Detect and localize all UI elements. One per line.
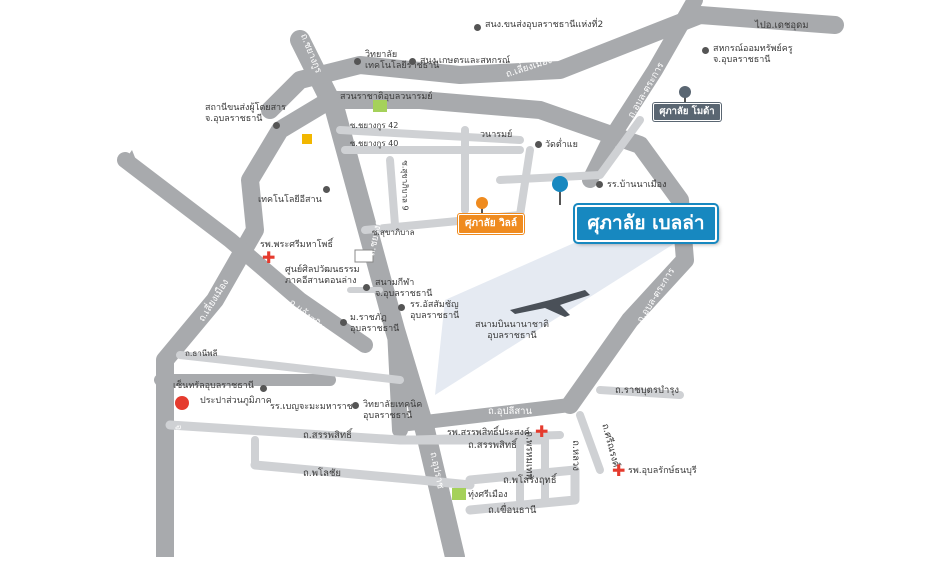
label-to-sisaket: ไป จ.ศรีสะเกษ <box>172 410 184 471</box>
label-to-det-udom: ไปอ.เดชอุดม <box>755 20 809 31</box>
loop-east <box>321 91 694 414</box>
road-yasothon <box>117 152 373 353</box>
poi-dot <box>702 47 709 54</box>
label-ratchabutr: ถ.ราชบุตรบำรุง <box>615 385 680 396</box>
liang-mueang-north <box>261 6 844 119</box>
label-sappasit-1: ถ.สรรพสิทธิ์ <box>303 430 352 441</box>
place-airport: สนามบินนานาชาติ อุบลราชธานี <box>475 320 549 341</box>
place-college-tech: วิทยาลัย เทคโนโลยีราชธานี <box>365 50 440 71</box>
arrow-south-icon <box>160 545 170 557</box>
poi-dot <box>474 24 481 31</box>
label-khuenthani: ถ.เขื่อนธานี <box>488 505 537 516</box>
callout-supalai-ville[interactable]: ศุภาลัย วิลล์ <box>458 214 524 234</box>
hospital-icon: ✚ <box>612 461 626 480</box>
poi-dot <box>323 186 330 193</box>
place-hosp-sappasit: รพ.สรรพสิทธิ์ประสงค์ <box>447 428 530 438</box>
label-soi-sukhaphibal-9: ซ.สุขาภิบาล 9 <box>400 160 410 211</box>
bus-icon <box>302 134 312 144</box>
place-bus-terminal: สถานีขนส่งผู้โดยสาร จ.อุบลราชธานี <box>205 103 286 124</box>
callout-supalai-moda[interactable]: ศุภาลัย โมด้า <box>653 103 721 121</box>
poi-dot <box>596 181 603 188</box>
uppalisan-road <box>393 398 577 432</box>
place-saming-2: สนง.ขนส่งอุบลราชธานีแห่งที่2 <box>485 20 604 30</box>
pin-villa-icon <box>476 197 488 214</box>
poi-dot <box>340 319 347 326</box>
place-stadium: สนามกีฬา จ.อุบลราชธานี <box>375 278 433 299</box>
poi-dot <box>535 141 542 148</box>
poi-dot <box>398 304 405 311</box>
poi-dot <box>273 122 280 129</box>
park-thung <box>452 488 466 500</box>
loop-west <box>156 91 339 561</box>
poi-dot <box>260 385 267 392</box>
park-marker <box>373 100 387 112</box>
place-tech-college: วิทยาลัยเทคนิค อุบลราชธานี <box>363 400 423 421</box>
place-agri-office: สนง.เกษตรและสหกรณ์ <box>420 56 511 66</box>
place-wanaram: วนารมย์ <box>480 130 513 140</box>
tesco-icon <box>354 249 374 263</box>
label-sappasit-2: ถ.สรรพสิทธิ์ <box>468 440 517 451</box>
arrow-nw-icon <box>125 150 138 165</box>
poi-dot <box>363 284 370 291</box>
place-school-as: รร.อัสสัมชัญ อุบลราชธานี <box>410 300 460 321</box>
place-tech-isan: เทคโนโลยีอีสาน <box>258 195 322 205</box>
label-soi-42: ซ.ชยางกูร 42 <box>350 121 399 130</box>
place-hosp-ubonrak: รพ.อุบลรักษ์ธนบุรี <box>628 466 697 476</box>
label-soi-40: ซ.ชยางกูร 40 <box>350 139 399 148</box>
place-cultural: ศูนย์ศิลปวัฒนธรรม ภาคอีสานตอนล่าง <box>285 265 360 286</box>
place-rr-benchama: รร.เบญจะมะมหาราช <box>270 402 353 412</box>
place-hospital-rak: รพ.พระศรีมหาโพธิ์ <box>260 240 333 250</box>
u-trakan-north <box>582 0 703 188</box>
label-soi-sukhaphibal: ซ.สุขาภิบาล <box>372 228 415 237</box>
poi-dot <box>352 402 359 409</box>
place-park: สวนราชาติอุบลวนารมย์ <box>340 92 433 102</box>
place-thung-si-mueang: ทุ่งศรีเมือง <box>468 490 508 500</box>
label-uppalisan: ถ.อุปลีสาน <box>488 406 532 417</box>
label-ploenchit: ถ.พโลชัย <box>303 468 341 479</box>
place-rr-ban-na: รร.บ้านนาเมือง <box>607 180 667 190</box>
central-icon <box>175 396 189 410</box>
arrow-east-icon <box>820 20 830 30</box>
label-phalorangrit: ถ.พโลรังฤทธิ์ <box>503 475 557 486</box>
label-luang: ถ.หลวง <box>569 440 581 471</box>
poi-dot <box>354 58 361 65</box>
hospital-icon: ✚ <box>262 248 276 267</box>
hospital-icon: ✚ <box>535 422 549 441</box>
place-uni-rajabhat: ม.ราชภัฏ อุบลราชธานี <box>350 313 400 334</box>
place-pracha-sumran: ประปาส่วนภูมิภาค <box>200 396 272 406</box>
place-central: เซ็นทรัลอุบลราชธานี <box>173 381 254 391</box>
label-thani-phlee: ถ.ธานีพลี <box>185 349 218 358</box>
airplane-icon <box>510 290 590 317</box>
pin-bella-icon <box>552 176 568 205</box>
pin-moda-icon <box>679 86 691 103</box>
place-wat-tae: วัดต่ำแย <box>545 140 578 150</box>
place-coop: สหกรณ์ออมทรัพย์ครู จ.อุบลราชธานี <box>713 44 793 65</box>
callout-supalai-bella[interactable]: ศุภาลัย เบลล่า <box>575 205 717 242</box>
poi-dot <box>409 58 416 65</box>
